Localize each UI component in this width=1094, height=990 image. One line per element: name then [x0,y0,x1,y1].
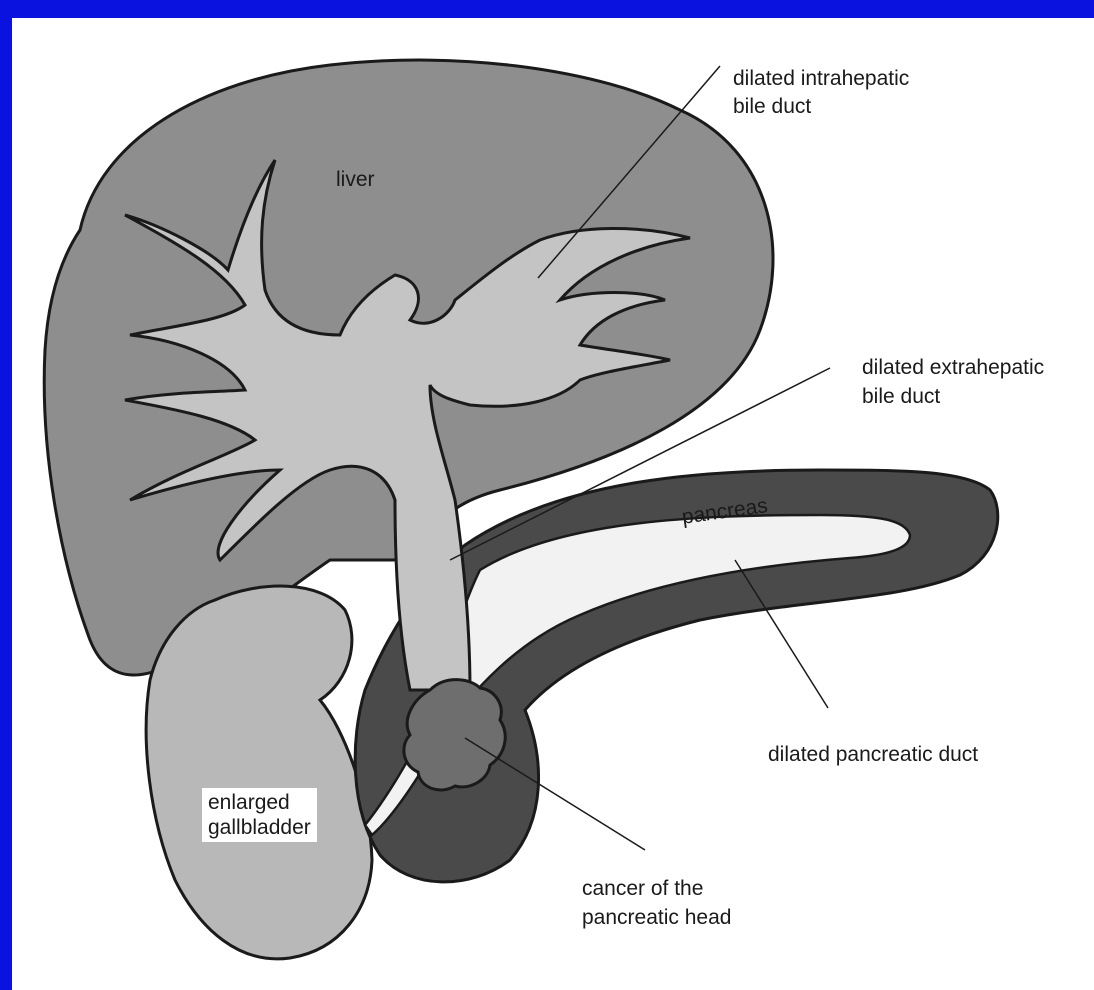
gallbladder-shape [146,586,372,959]
gallbladder-label-line1: enlarged [208,790,311,815]
intrahepatic-label-line2: bile duct [733,94,811,119]
extrahepatic-label-line1: dilated extrahepatic [862,355,1044,380]
liver-label: liver [336,167,375,192]
cancer-label-line1: cancer of the [582,876,703,901]
intrahepatic-label-line1: dilated intrahepatic [733,66,909,91]
extrahepatic-label-line2: bile duct [862,384,940,409]
pancreatic-duct-label: dilated pancreatic duct [768,742,978,767]
gallbladder-label: enlarged gallbladder [202,788,317,842]
cancer-label-line2: pancreatic head [582,905,731,930]
gallbladder-label-line2: gallbladder [208,815,311,840]
